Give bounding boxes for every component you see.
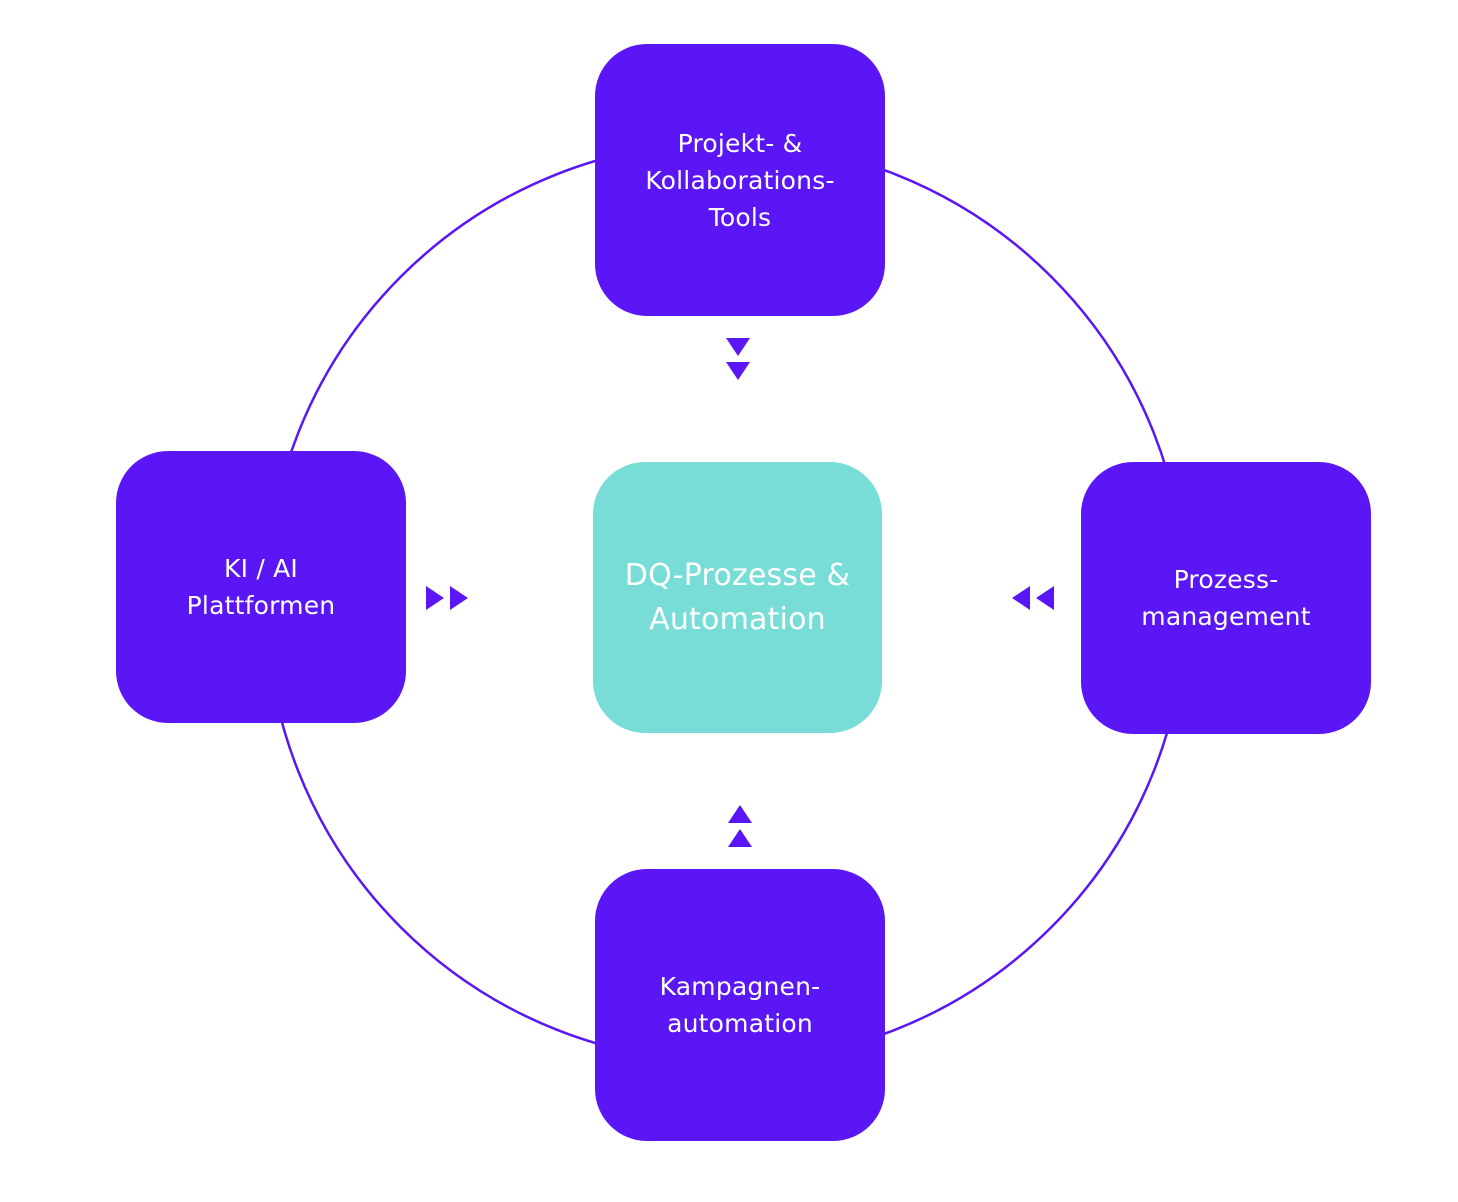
node-kampagnenautomation: Kampagnen- automation — [595, 869, 885, 1141]
double-triangle-right-icon — [426, 586, 468, 610]
center-node-dq-prozesse: DQ-Prozesse & Automation — [593, 462, 882, 733]
node-label: Kampagnen- automation — [659, 972, 821, 1038]
double-triangle-left-icon — [1012, 586, 1054, 610]
node-projekt-kollaborations-tools: Projekt- & Kollaborations- Tools — [595, 44, 885, 316]
node-prozessmanagement: Prozess- management — [1081, 462, 1371, 734]
double-triangle-down-icon — [726, 338, 750, 380]
node-ki-ai-plattformen: KI / AI Plattformen — [116, 451, 406, 723]
node-label: Projekt- & Kollaborations- Tools — [645, 128, 835, 232]
center-label: DQ-Prozesse & Automation — [624, 557, 851, 637]
node-label: Prozess- management — [1141, 565, 1311, 631]
double-triangle-up-icon — [728, 805, 752, 847]
node-label: KI / AI Plattformen — [186, 554, 336, 620]
